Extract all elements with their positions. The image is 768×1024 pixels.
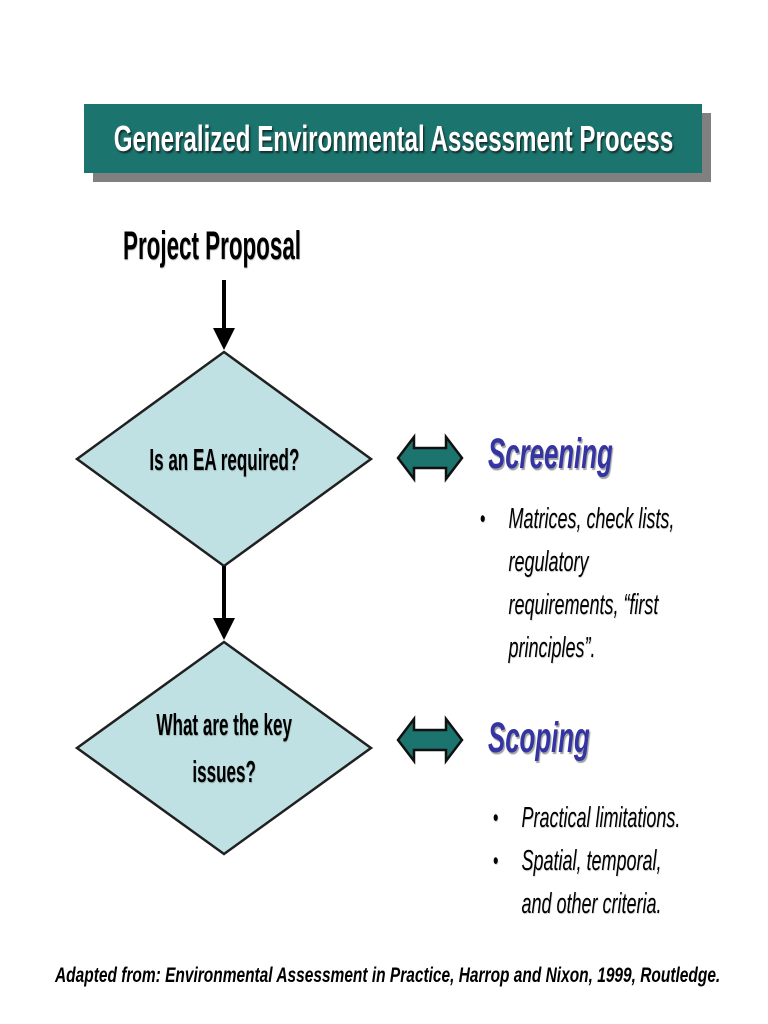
start-node-label: Project Proposal [123, 224, 302, 268]
down-arrow-icon [213, 280, 235, 350]
list-item: • Matrices, check lists, regulatory requ… [480, 498, 768, 670]
decision-diamond-2 [74, 640, 374, 856]
stage-heading-screening: Screening [488, 430, 613, 478]
screening-bullet-list: • Matrices, check lists, regulatory requ… [480, 498, 768, 670]
decision-2-label: What are the key issues? [156, 707, 292, 789]
title-banner: Generalized Environmental Assessment Pro… [84, 104, 702, 173]
list-item: • Practical limitations. [493, 797, 768, 840]
bullet-dot: • [493, 847, 499, 875]
decision-1-label: Is an EA required? [148, 441, 300, 477]
bullet-dot: • [480, 505, 486, 533]
double-arrow-icon [396, 433, 464, 483]
source-attribution: Adapted from: Environmental Assessment i… [55, 963, 721, 987]
bullet-dot: • [493, 804, 499, 832]
list-item: • Spatial, temporal, and other criteria. [493, 840, 768, 926]
stage-heading-scoping: Scoping [488, 714, 590, 762]
slide-title: Generalized Environmental Assessment Pro… [113, 117, 673, 159]
double-arrow-icon [396, 715, 464, 765]
scoping-bullet-list: • Practical limitations. • Spatial, temp… [493, 797, 768, 926]
down-arrow-icon [213, 566, 235, 640]
